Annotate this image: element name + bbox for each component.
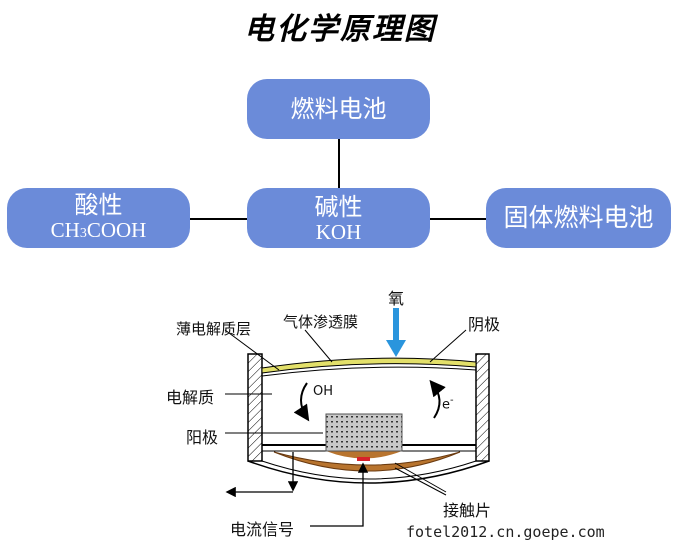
formula-subscript: 3 — [79, 226, 87, 241]
connector-root-alkaline — [338, 139, 340, 188]
electron-arrow — [429, 379, 446, 419]
hydroxide-arrow — [293, 382, 310, 422]
label-hydroxide: OH — [313, 384, 334, 399]
node-solid-fuel-cell: 固体燃料电池 — [486, 188, 671, 248]
page-title: 电化学原理图 — [244, 12, 436, 47]
watermark: fotel2012.cn.goepe.com — [406, 523, 605, 541]
fuel-cell-diagram — [224, 308, 490, 527]
connector-acid-alkaline — [190, 218, 247, 220]
wire-signal — [310, 462, 369, 527]
label-electron: e- — [442, 395, 454, 412]
gas-membrane — [261, 357, 477, 374]
node-acidic-label: 酸性 — [74, 191, 123, 219]
node-alkaline: 碱性 KOH — [247, 188, 430, 248]
sensor-pad — [357, 457, 370, 461]
label-current-signal: 电流信号 — [230, 520, 295, 539]
electron-charge: - — [450, 395, 454, 406]
leader-membrane — [304, 329, 333, 363]
formula-part: CH — [50, 218, 80, 242]
node-acidic-formula: CH3COOH — [51, 219, 147, 245]
anode-block — [325, 413, 403, 452]
right-wall — [475, 353, 490, 462]
node-fuel-cell: 燃料电池 — [247, 79, 430, 139]
connector-alkaline-solid — [430, 218, 486, 220]
electron-symbol: e — [442, 397, 450, 413]
label-thin-electrolyte-layer: 薄电解质层 — [176, 320, 252, 338]
leader-contact-1 — [394, 462, 447, 493]
outer-casing — [247, 460, 490, 484]
node-alkaline-label: 碱性 — [314, 193, 363, 221]
contact-plate-center — [326, 451, 402, 459]
oxygen-arrow-head — [386, 340, 406, 357]
label-cathode: 阴极 — [468, 315, 501, 334]
label-gas-membrane: 气体渗透膜 — [283, 313, 359, 331]
leader-contact-2 — [394, 467, 447, 496]
left-wall — [247, 353, 263, 462]
thin-electrolyte-layer — [261, 366, 477, 377]
contact-plate — [273, 451, 461, 472]
label-electrolyte: 电解质 — [166, 388, 215, 407]
node-solid-fuel-cell-label: 固体燃料电池 — [503, 203, 654, 232]
leader-cathode — [429, 329, 467, 363]
node-fuel-cell-label: 燃料电池 — [290, 95, 387, 123]
formula-part: COOH — [86, 218, 147, 242]
node-acidic: 酸性 CH3COOH — [7, 188, 190, 248]
oxygen-arrow-shaft — [393, 308, 399, 342]
label-anode: 阳极 — [186, 428, 219, 447]
label-contact: 接触片 — [443, 501, 492, 520]
label-oxygen: 氧 — [388, 289, 405, 308]
leader-thin-electrolyte — [224, 329, 280, 371]
inner-casing — [261, 460, 477, 480]
node-alkaline-formula: KOH — [315, 220, 362, 244]
